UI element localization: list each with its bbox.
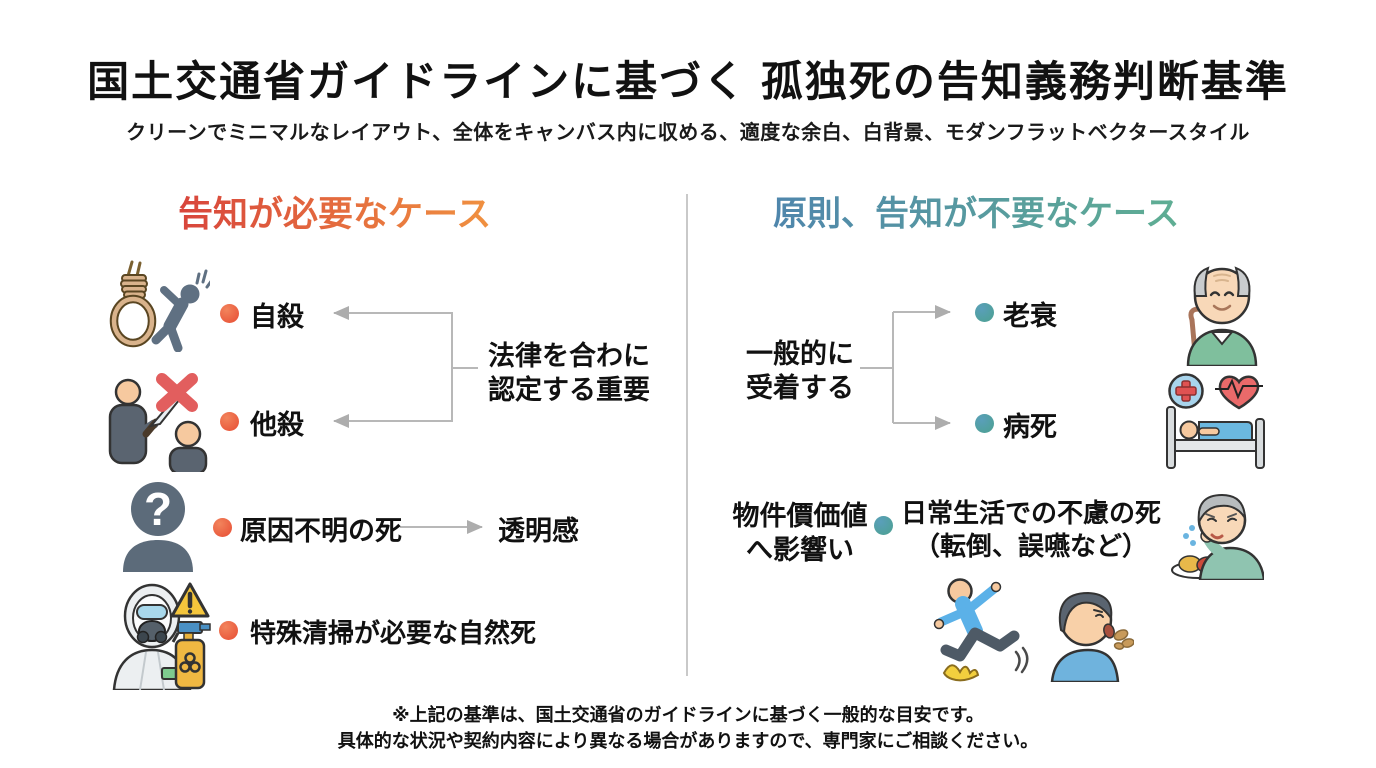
- footer-disclaimer: ※上記の基準は、国土交通省のガイドラインに基づく一般的な目安です。 具体的な状況…: [0, 702, 1376, 754]
- coughing-person-icon: [1050, 591, 1134, 682]
- bullet-unknown-cause: [213, 518, 232, 537]
- right-column-heading: 原則、告知が不要なケース: [773, 186, 1179, 235]
- homicide-knife-icon: [108, 373, 208, 472]
- label-old-age: 老衰: [1003, 301, 1057, 331]
- left-column-heading: 告知が必要なケース: [178, 186, 491, 237]
- bullet-death-by-illness: [975, 414, 994, 433]
- left-bracket-note-line2: 認定する重要: [488, 375, 650, 405]
- page-title: 国土交通省ガイドラインに基づく 孤独死の告知義務判断基準: [87, 58, 1289, 105]
- noose-suicide-icon: [109, 260, 210, 352]
- hazmat-cleaning-icon: [112, 582, 211, 690]
- elderly-man-icon: [1186, 266, 1258, 366]
- bullet-accidental-death: [874, 516, 893, 535]
- label-accidental-death-line1: 日常生活での不慮の死: [900, 498, 1161, 528]
- label-suicide: 自殺: [250, 302, 304, 332]
- column-divider: [686, 194, 688, 676]
- hospital-bed-icon: [1166, 373, 1265, 469]
- bullet-special-cleaning: [219, 621, 238, 640]
- right-group1-note-line2: 受着する: [746, 373, 854, 403]
- label-accidental-death-line2: （転倒、誤嚥など）: [913, 531, 1148, 561]
- bullet-old-age: [975, 303, 994, 322]
- banana-slip-icon: [933, 578, 1029, 682]
- left-bracket-note: 法律を合わに 認定する重要: [488, 339, 650, 407]
- label-homicide: 他殺: [250, 410, 304, 440]
- right-group2-note-line2: へ影響い: [746, 535, 854, 565]
- label-accidental-death: 日常生活での不慮の死 （転倒、誤嚥など）: [898, 497, 1164, 563]
- unknown-death-silhouette-icon: ?: [123, 482, 193, 572]
- footer-line1: ※上記の基準は、国土交通省のガイドラインに基づく一般的な目安です。: [392, 705, 984, 725]
- right-group1-note: 一般的に 受着する: [734, 337, 866, 405]
- label-death-by-illness: 病死: [1003, 412, 1057, 442]
- footer-line2: 具体的な状況や契約内容により異なる場合がありますので、専門家にご相談ください。: [337, 731, 1039, 751]
- choking-meal-icon: [1171, 493, 1264, 580]
- question-mark-glyph: ?: [144, 483, 172, 535]
- page-subtitle: クリーンでミニマルなレイアウト、全体をキャンバス内に収める、適度な余白、白背景、…: [126, 122, 1250, 144]
- label-unknown-cause: 原因不明の死: [240, 516, 402, 546]
- label-special-cleaning: 特殊清掃が必要な自然死: [250, 618, 537, 648]
- right-group2-note-line1: 物件價価値: [732, 501, 868, 531]
- right-group2-note: 物件價価値 へ影響い: [726, 499, 874, 567]
- bullet-homicide: [220, 412, 239, 431]
- bullet-suicide: [220, 304, 239, 323]
- left-bracket-note-line1: 法律を合わに: [488, 341, 650, 371]
- right-group1-note-line1: 一般的に: [746, 339, 854, 369]
- label-unknown-cause-result: 透明感: [498, 516, 579, 546]
